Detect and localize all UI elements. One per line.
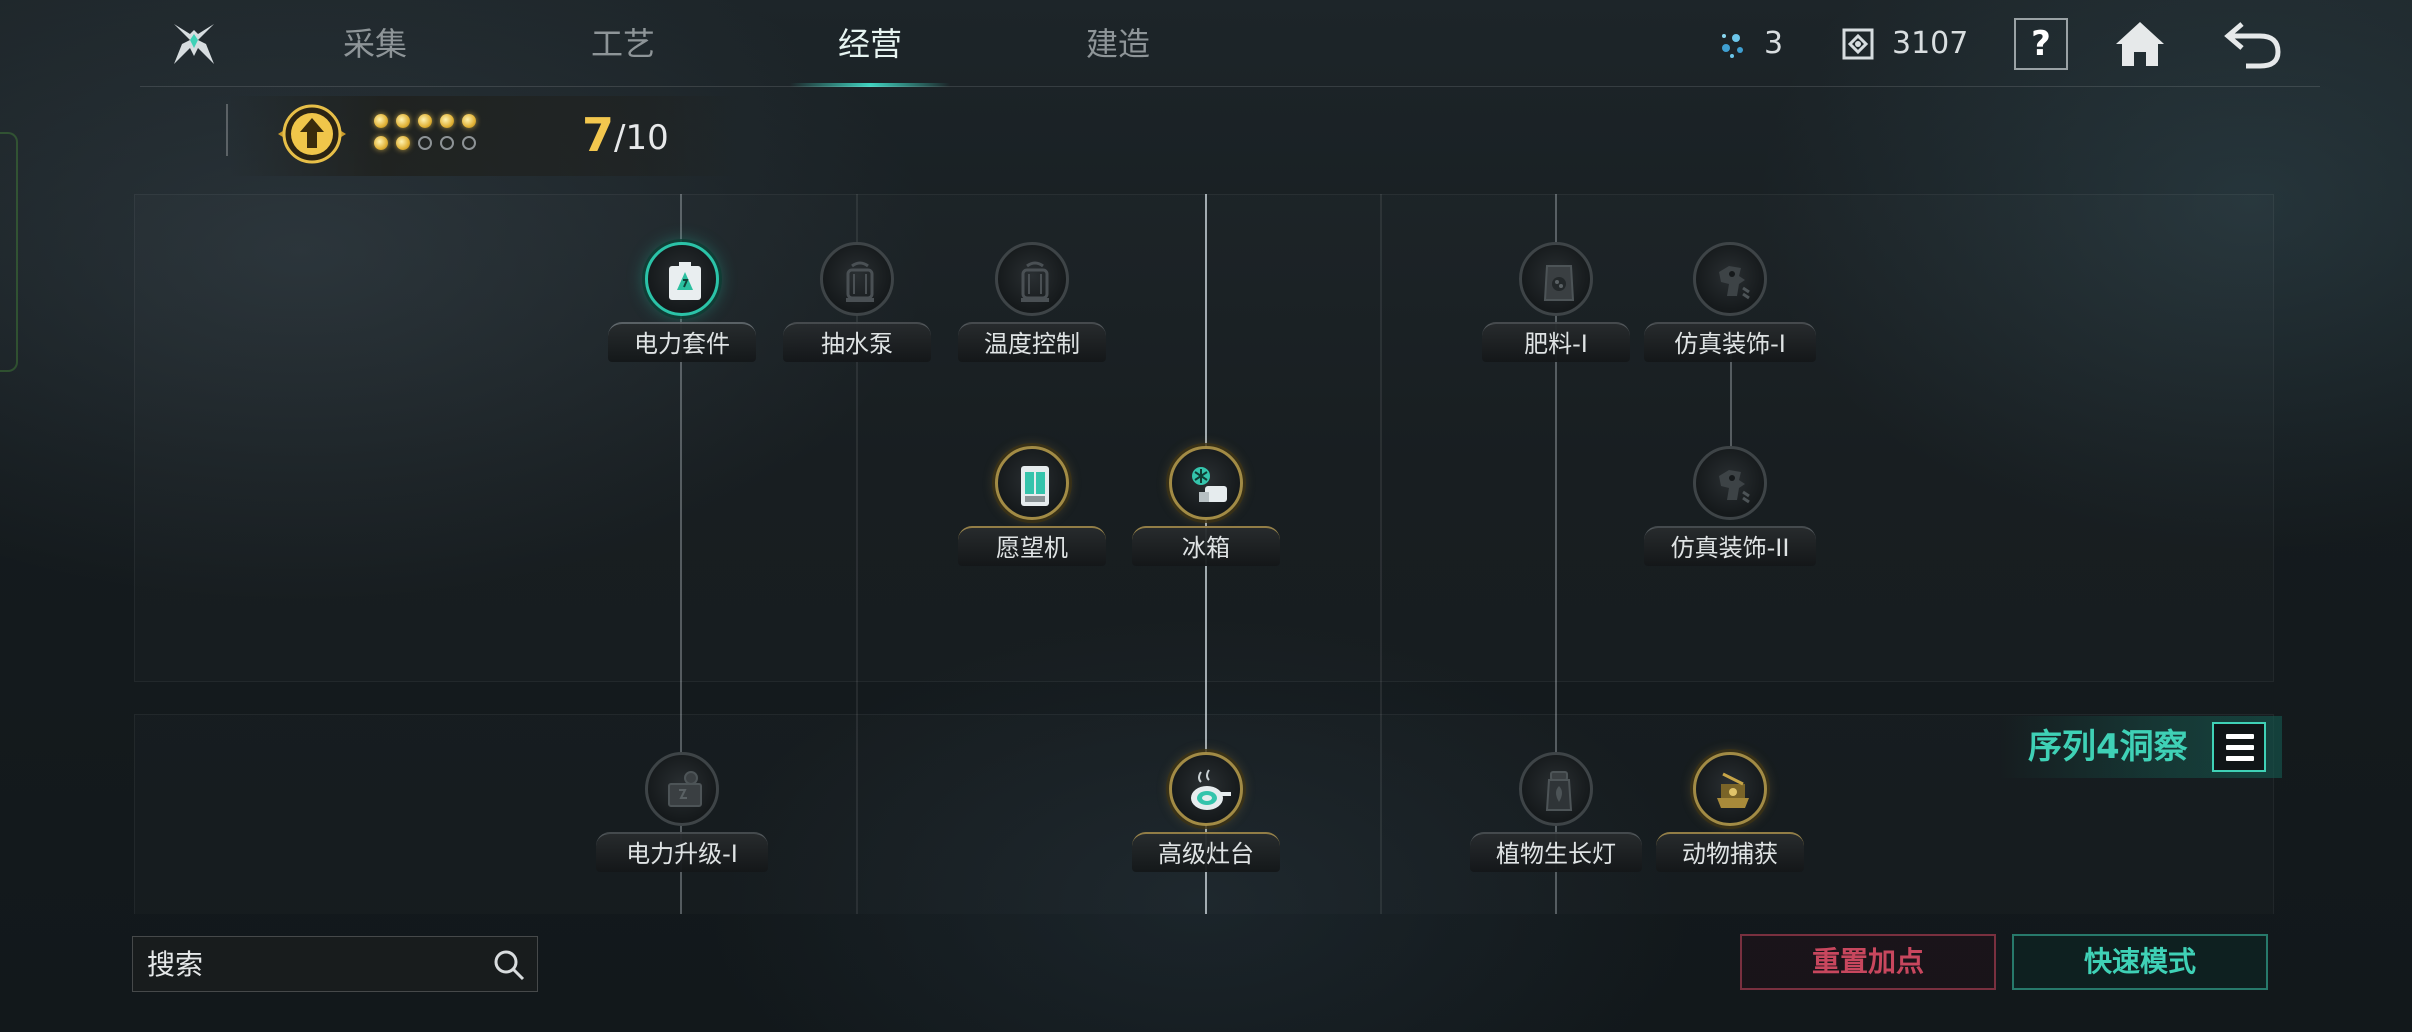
insight-menu-button[interactable] bbox=[2212, 722, 2266, 772]
column-divider bbox=[856, 194, 858, 914]
tab-gather[interactable]: 采集 bbox=[342, 25, 407, 63]
search-box bbox=[132, 936, 538, 992]
tech-node-water-pump[interactable]: 抽水泵 bbox=[757, 236, 957, 386]
level-dot bbox=[462, 136, 476, 150]
tab-craft[interactable]: 工艺 bbox=[590, 25, 655, 63]
level-dot bbox=[440, 136, 454, 150]
node-label: 植物生长灯 bbox=[1470, 832, 1642, 872]
level-current: 7 bbox=[582, 108, 615, 162]
tech-node-advanced-stove[interactable]: 高级灶台 bbox=[1106, 746, 1306, 896]
lantern-icon bbox=[995, 242, 1069, 316]
side-panel-handle[interactable] bbox=[0, 132, 18, 372]
tab-build[interactable]: 建造 bbox=[1085, 25, 1150, 63]
level-dot bbox=[374, 114, 388, 128]
fertilizer-bag-icon bbox=[1519, 242, 1593, 316]
menu-icon bbox=[2226, 734, 2254, 739]
power-kit-icon bbox=[645, 242, 719, 316]
node-label: 电力升级-I bbox=[596, 832, 768, 872]
search-icon[interactable] bbox=[491, 947, 527, 983]
level-max: /10 bbox=[614, 118, 669, 158]
crystal-count: 3 bbox=[1764, 26, 1784, 61]
reset-points-button[interactable]: 重置加点 bbox=[1740, 934, 1996, 990]
node-label: 仿真装饰-II bbox=[1644, 526, 1816, 566]
node-label: 抽水泵 bbox=[783, 322, 931, 362]
dinosaur-decor-icon bbox=[1693, 242, 1767, 316]
help-button[interactable]: ? bbox=[2014, 18, 2068, 70]
tree-connector bbox=[1555, 194, 1557, 914]
currency-amount: 3107 bbox=[1892, 26, 1969, 61]
top-bar-divider bbox=[140, 86, 2320, 87]
tech-node-fridge[interactable]: 冰箱 bbox=[1106, 440, 1306, 590]
level-dot bbox=[440, 114, 454, 128]
node-label: 高级灶台 bbox=[1132, 832, 1280, 872]
node-label: 仿真装饰-I bbox=[1644, 322, 1816, 362]
tech-node-sim-decoration-2[interactable]: 仿真装饰-II bbox=[1630, 440, 1830, 590]
tech-node-fertilizer-1[interactable]: 肥料-I bbox=[1456, 236, 1656, 386]
stove-icon bbox=[1169, 752, 1243, 826]
quick-mode-button[interactable]: 快速模式 bbox=[2012, 934, 2268, 990]
currency-icon bbox=[1842, 28, 1874, 60]
level-up-icon bbox=[278, 104, 346, 164]
menu-icon bbox=[2226, 745, 2254, 750]
node-label: 电力套件 bbox=[608, 322, 756, 362]
game-logo-icon bbox=[174, 24, 214, 64]
menu-icon bbox=[2226, 756, 2254, 761]
level-dot bbox=[418, 114, 432, 128]
tech-node-animal-capture[interactable]: 动物捕获 bbox=[1630, 746, 1830, 896]
active-tab-indicator bbox=[790, 83, 950, 87]
node-label: 温度控制 bbox=[958, 322, 1106, 362]
node-label: 冰箱 bbox=[1132, 526, 1280, 566]
level-divider bbox=[226, 104, 228, 156]
home-icon[interactable] bbox=[2112, 16, 2168, 72]
column-divider bbox=[1380, 194, 1382, 914]
back-arrow-icon[interactable] bbox=[2220, 16, 2284, 72]
generator-icon bbox=[645, 752, 719, 826]
tech-node-power-kit[interactable]: 电力套件 bbox=[582, 236, 782, 386]
node-label: 肥料-I bbox=[1482, 322, 1630, 362]
tech-node-temperature-control[interactable]: 温度控制 bbox=[932, 236, 1132, 386]
tech-tree-panel bbox=[134, 194, 2274, 682]
tree-connector bbox=[680, 194, 682, 914]
trap-icon bbox=[1693, 752, 1767, 826]
tech-node-wish-machine[interactable]: 愿望机 bbox=[932, 440, 1132, 590]
wish-machine-icon bbox=[995, 446, 1069, 520]
level-dot bbox=[396, 136, 410, 150]
level-dot bbox=[462, 114, 476, 128]
dinosaur-decor-icon bbox=[1693, 446, 1767, 520]
node-label: 愿望机 bbox=[958, 526, 1106, 566]
tech-node-sim-decoration-1[interactable]: 仿真装饰-I bbox=[1630, 236, 1830, 386]
tech-node-plant-grow-lamp[interactable]: 植物生长灯 bbox=[1456, 746, 1656, 896]
tree-connector bbox=[1730, 330, 1732, 490]
crystal-icon bbox=[1722, 34, 1743, 58]
tech-node-power-upgrade-1[interactable]: 电力升级-I bbox=[582, 746, 782, 896]
level-dot bbox=[374, 136, 388, 150]
lantern-icon bbox=[820, 242, 894, 316]
tech-tree-panel-lower bbox=[134, 714, 2274, 914]
node-label: 动物捕获 bbox=[1656, 832, 1804, 872]
tab-management[interactable]: 经营 bbox=[837, 25, 902, 63]
grow-lamp-icon bbox=[1519, 752, 1593, 826]
level-dot bbox=[418, 136, 432, 150]
sequence-insight-label: 序列4洞察 bbox=[2028, 727, 2188, 767]
level-dot bbox=[396, 114, 410, 128]
search-input[interactable] bbox=[147, 937, 477, 991]
fridge-icon bbox=[1169, 446, 1243, 520]
top-bar: 采集 工艺 经营 建造 3 3107 ? bbox=[0, 0, 2412, 88]
